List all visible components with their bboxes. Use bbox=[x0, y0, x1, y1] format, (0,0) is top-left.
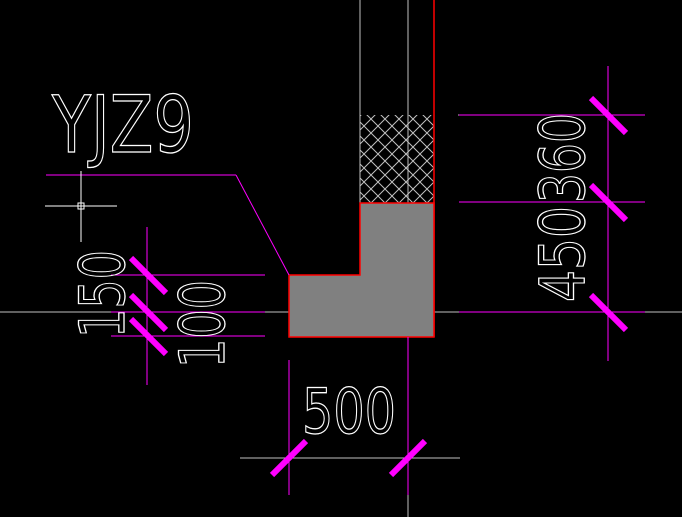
column-label: YJZ9 bbox=[51, 81, 194, 171]
dim-left-outer: 150 bbox=[66, 250, 139, 338]
label-leader bbox=[46, 174, 290, 276]
column-yjz9-shape[interactable] bbox=[288, 202, 435, 338]
dim-left-inner: 100 bbox=[166, 280, 239, 368]
tick-icon bbox=[128, 292, 169, 333]
tick-icon bbox=[588, 292, 629, 333]
tick-icon bbox=[128, 255, 169, 296]
dim-right-upper: 360 bbox=[526, 113, 599, 203]
dim-bottom-width: 500 bbox=[302, 375, 396, 448]
dim-right-lower: 450 bbox=[526, 206, 599, 302]
hatched-wall bbox=[360, 115, 434, 203]
tick-icon bbox=[269, 438, 309, 478]
tick-icon bbox=[588, 95, 629, 136]
tick-icon bbox=[388, 438, 428, 478]
dimension-ticks bbox=[128, 95, 629, 478]
crosshair-cursor-icon bbox=[45, 171, 117, 242]
tick-icon bbox=[588, 182, 629, 223]
dimension-lines bbox=[111, 66, 645, 495]
tick-icon bbox=[128, 316, 169, 357]
